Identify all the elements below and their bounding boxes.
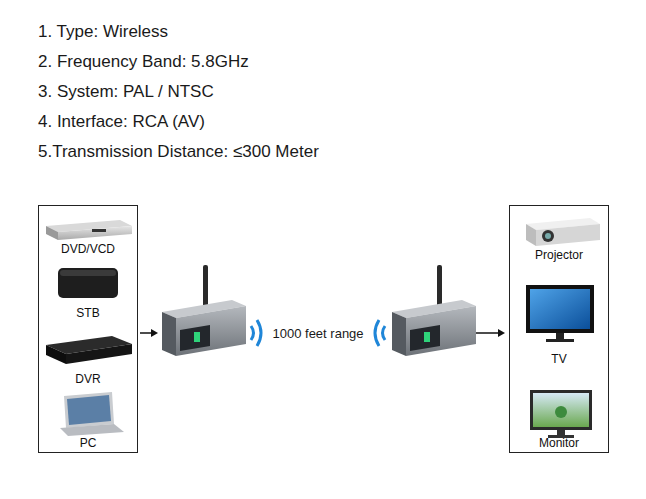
spec-item: 3. System: PAL / NTSC: [38, 81, 214, 102]
device-label: Projector: [510, 247, 608, 263]
transmitter-device: [162, 265, 246, 356]
tv-screen-part: [530, 289, 590, 329]
laptop-part: [64, 392, 114, 428]
projector: [526, 218, 600, 246]
device-label: DVR: [39, 371, 137, 387]
device-label: DVD/VCD: [39, 241, 137, 257]
device-label: STB: [39, 305, 137, 321]
monitor-part: [530, 390, 592, 430]
dvr-recorder-part: [46, 345, 66, 364]
receiver-device-part: [392, 312, 406, 356]
spec-item: 5.Transmission Distance: ≤300 Meter: [38, 141, 319, 162]
dvr-recorder: [46, 336, 132, 364]
laptop-part: [60, 424, 124, 436]
device-label: TV: [510, 351, 608, 367]
signal-arrow-part: [151, 329, 158, 337]
spec-item: 4. Interface: RCA (AV): [38, 111, 205, 132]
wireless-waves: [251, 320, 385, 346]
transmitter-device-part: [180, 325, 210, 351]
projector-part: [545, 233, 551, 239]
laptop-part: [67, 395, 111, 425]
signal-arrow-part: [498, 329, 505, 337]
set-top-box-part: [60, 270, 116, 276]
tv-screen-part: [526, 285, 594, 333]
dvd-player-part: [46, 226, 58, 240]
wireless-waves-part: [251, 326, 254, 340]
dvd-player-part: [58, 226, 132, 240]
projector-part: [526, 224, 536, 246]
transmitter-device-part: [194, 332, 200, 342]
dvd-player: [46, 220, 132, 240]
device-label: Monitor: [510, 435, 608, 451]
transmitter-device-part: [176, 306, 246, 356]
device-label: PC: [39, 435, 137, 451]
source-panel: DVD/VCD STB DVR PC: [38, 205, 138, 453]
wireless-waves-part: [383, 326, 386, 340]
wireless-waves-part: [257, 320, 261, 346]
projector-part: [536, 224, 600, 246]
laptop: [60, 392, 124, 436]
spec-item: 2. Frequency Band: 5.8GHz: [38, 51, 249, 72]
dvr-recorder-part: [66, 344, 132, 364]
tv-screen-part: [556, 333, 564, 339]
dvd-player-part: [92, 229, 106, 232]
monitor-part: [555, 406, 567, 418]
signal-arrow-part: [140, 332, 152, 334]
tv-screen-part: [546, 339, 574, 342]
range-label: 1000 feet range: [273, 325, 364, 342]
tv-screen: [526, 285, 594, 342]
spec-item: 1. Type: Wireless: [38, 21, 168, 42]
receiver-device-part: [424, 332, 430, 342]
receiver-device: [392, 265, 476, 356]
wireless-waves-part: [375, 320, 379, 346]
transmitter-device-part: [203, 265, 208, 307]
receiver-device-part: [406, 306, 476, 356]
set-top-box: [58, 268, 118, 298]
monitor-part: [533, 393, 589, 427]
transmitter-device-part: [162, 312, 176, 356]
projector-part: [542, 230, 554, 242]
monitor: [530, 390, 592, 438]
display-panel: ProjectorTV Monitor: [509, 205, 609, 453]
set-top-box-part: [58, 268, 118, 298]
receiver-device-part: [437, 265, 442, 307]
receiver-device-part: [410, 325, 440, 351]
monitor-part: [557, 430, 565, 435]
